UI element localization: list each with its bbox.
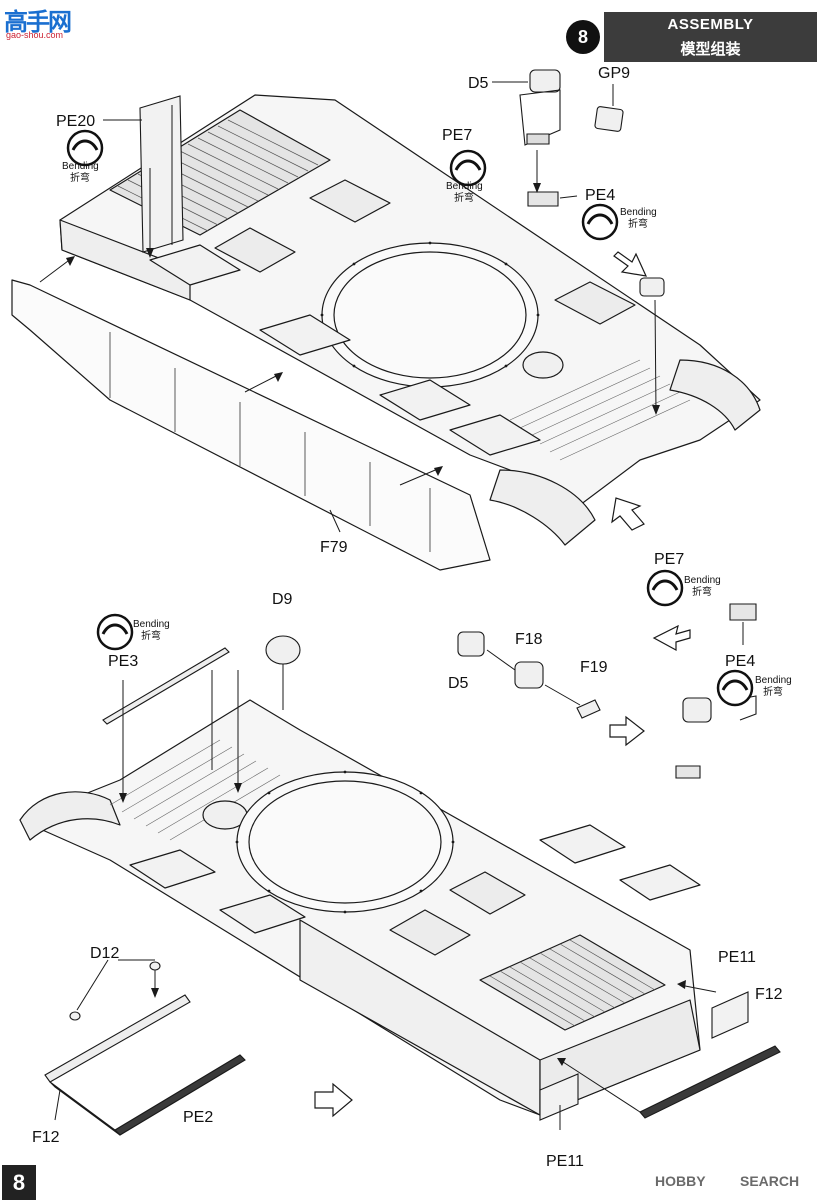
site-logo-url: gao-shou.com: [6, 30, 64, 40]
f19-guard: [577, 700, 600, 718]
label-pe7-lower: PE7: [654, 551, 685, 568]
bending-note-zh: 折弯: [70, 173, 90, 184]
assembly-title-en: ASSEMBLY: [667, 16, 754, 33]
label-f18: F18: [515, 631, 543, 648]
label-pe11-top: PE11: [718, 949, 756, 966]
bending-note-zh: 折弯: [628, 219, 648, 230]
label-pe7-upper: PE7: [442, 127, 473, 144]
f18-lamp-housing: [515, 662, 543, 688]
label-pe3: PE3: [108, 653, 139, 670]
label-f12-right: F12: [755, 986, 783, 1003]
bending-icon: [645, 568, 685, 608]
label-f12-left: F12: [32, 1129, 60, 1146]
label-pe11-bottom: PE11: [546, 1153, 584, 1170]
pe11-plate-bottom: [540, 1074, 578, 1120]
bending-icon: [580, 202, 620, 242]
step-number-badge: 8: [566, 20, 600, 54]
arrow-outline-2: [612, 498, 644, 530]
hobby-search-text: SEARCH: [740, 1173, 800, 1189]
bending-note-zh: 折弯: [454, 193, 474, 204]
gp9-lens-upper: [595, 106, 624, 131]
bending-note-en: Bending: [620, 207, 657, 218]
arrow-outline-4: [610, 717, 644, 745]
bending-note-zh: 折弯: [692, 587, 712, 598]
bending-note-en: Bending: [62, 161, 99, 172]
label-f79: F79: [320, 539, 348, 556]
label-d12: D12: [90, 945, 120, 962]
label-pe4-lower: PE4: [725, 653, 756, 670]
bending-icon: [448, 148, 488, 188]
label-f19: F19: [580, 659, 608, 676]
d9-periscope-dome: [266, 636, 300, 664]
bending-note-en: Bending: [755, 675, 792, 686]
hobby-search-logo: HOBBY: [655, 1173, 706, 1189]
bending-note-zh: 折弯: [763, 687, 783, 698]
lower-hull-drawing: [0, 590, 817, 1170]
pe3-strip: [103, 648, 229, 724]
d12-cap-1: [70, 1012, 80, 1020]
f79-side-skirt: [12, 280, 490, 570]
label-d5-lower: D5: [448, 675, 469, 692]
pe20-part: [140, 96, 183, 252]
bending-icon: [95, 612, 135, 652]
bending-note-en: Bending: [684, 575, 721, 586]
pe2-mesh: [115, 1055, 245, 1135]
pe11-plate-top: [712, 992, 748, 1038]
bending-note-en: Bending: [446, 181, 483, 192]
assembly-title-zh: 模型组装: [680, 40, 741, 58]
label-pe20-upper: PE20: [56, 113, 96, 130]
bending-icon: [65, 128, 105, 168]
pe4-block-upper: [528, 192, 558, 206]
lower-engine-grille: [480, 935, 665, 1030]
label-gp9-upper: GP9: [598, 65, 631, 82]
d12-cap-2: [150, 962, 160, 970]
arrow-outline-5: [315, 1084, 352, 1116]
upper-hull-drawing: [0, 0, 817, 600]
bending-note-en: Bending: [133, 619, 170, 630]
f12-rail-left: [45, 995, 190, 1082]
arrow-outline-3: [654, 626, 690, 650]
page-number: 8: [2, 1165, 36, 1200]
f12-mesh-right: [640, 1046, 780, 1118]
lamp-assembly-lower: [683, 698, 711, 722]
assembly-header-bar: [604, 12, 817, 62]
arrow-outline-1: [614, 252, 646, 276]
d5-lamp-lower: [458, 632, 484, 656]
bending-note-zh: 折弯: [141, 631, 161, 642]
pe4-block-lower: [730, 604, 756, 620]
bending-icon: [715, 668, 755, 708]
label-pe4-upper: PE4: [585, 187, 616, 204]
site-logo-hanzi: 高手网: [4, 8, 72, 36]
label-d5-upper: D5: [468, 75, 489, 92]
d5-lamp-upper: [530, 70, 560, 92]
label-d9: D9: [272, 591, 293, 608]
label-pe2: PE2: [183, 1109, 214, 1126]
lamp-assembly-upper: [640, 278, 664, 296]
